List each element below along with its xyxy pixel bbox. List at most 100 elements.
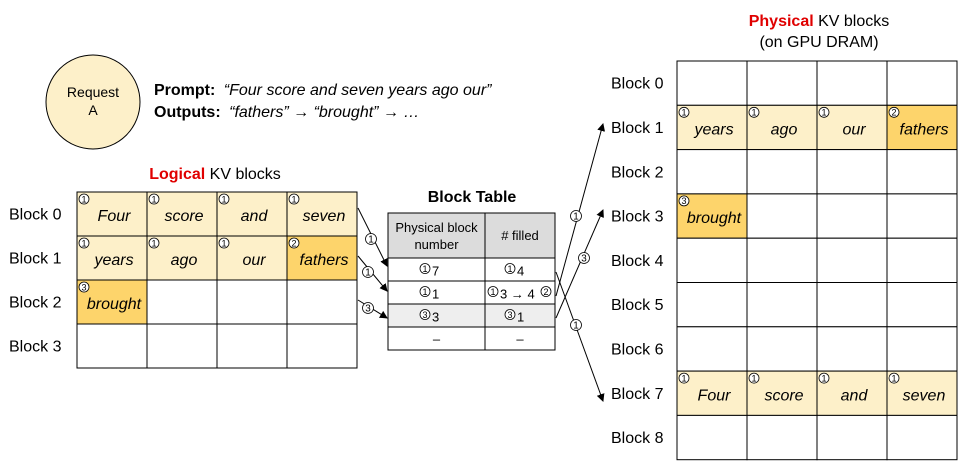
- physical-step-badge: 3: [678, 195, 690, 207]
- physical-cell: [816, 414, 888, 461]
- block-table-step-badge: 1: [487, 286, 499, 297]
- arrow-step-badge: 3: [362, 302, 374, 314]
- arrow-step-badge: 1: [362, 266, 374, 278]
- block-table-step-badge-text: 1: [422, 264, 427, 274]
- physical-cell: [886, 193, 958, 239]
- mapping-arrow: 3: [357, 299, 388, 319]
- physical-title-rest: KV blocks: [814, 13, 890, 30]
- physical-block-label: Block 3: [611, 209, 664, 226]
- physical-step-badge-text: 1: [751, 373, 756, 383]
- logical-step-badge-text: 3: [81, 282, 86, 292]
- prompt-text: “Four score and seven years ago our”: [224, 82, 492, 99]
- logical-block-label: Block 3: [9, 339, 62, 356]
- block-table-step-badge: 1: [504, 263, 516, 274]
- logical-block-label: Block 2: [9, 295, 62, 312]
- physical-cell: [746, 414, 818, 461]
- logical-block-label: Block 0: [9, 207, 62, 224]
- mapping-arrow: 1: [555, 123, 606, 297]
- block-table-col2-header: # filled: [501, 228, 539, 243]
- logical-step-badge: 1: [78, 237, 90, 249]
- logical-title-highlight: Logical: [149, 166, 205, 183]
- physical-step-badge-text: 1: [751, 108, 756, 118]
- logical-step-badge-text: 2: [291, 238, 296, 248]
- physical-token: seven: [903, 387, 946, 404]
- block-table-filled-count: 1: [517, 310, 524, 325]
- block-table-cell: [484, 326, 556, 351]
- block-table-step-badge-text: 3: [422, 310, 427, 320]
- logical-step-badge-text: 1: [81, 238, 86, 248]
- physical-block-label: Block 6: [611, 341, 664, 358]
- arrow-step-badge: 3: [578, 252, 590, 264]
- physical-token: our: [842, 121, 866, 138]
- physical-step-badge-text: 1: [681, 108, 686, 118]
- logical-title: Logical KV blocks: [149, 166, 281, 183]
- physical-block-label: Block 8: [611, 430, 664, 447]
- arrow-step-badge-text: 3: [365, 303, 371, 314]
- physical-cell: [886, 237, 958, 283]
- logical-step-badge: 3: [78, 281, 90, 293]
- logical-step-badge: 1: [288, 193, 300, 205]
- logical-step-badge: 1: [218, 193, 230, 205]
- physical-token: and: [841, 387, 869, 404]
- mapping-arrow: 1: [357, 207, 388, 267]
- prompt-label: Prompt:: [154, 82, 215, 99]
- physical-cell: [676, 414, 748, 461]
- outputs-text: “fathers” → “brought” → …: [229, 104, 419, 121]
- arrow-step-badge-text: 1: [368, 234, 374, 245]
- physical-step-badge-text: 1: [821, 108, 826, 118]
- arrow-step-badge: 1: [365, 233, 377, 245]
- physical-title-highlight: Physical: [749, 13, 814, 30]
- block-table-physical-number: –: [433, 332, 441, 347]
- physical-cell: [886, 149, 958, 195]
- logical-step-badge-text: 1: [151, 194, 156, 204]
- physical-token: fathers: [900, 121, 949, 138]
- svg-text:Prompt: “Four score and: Prompt: “Four score and seven years ago …: [154, 82, 492, 99]
- mapping-arrow: 1: [555, 271, 605, 402]
- request-circle: [45, 54, 141, 150]
- physical-block-label: Block 1: [611, 120, 664, 137]
- physical-cell: [676, 237, 748, 283]
- physical-token: score: [764, 387, 803, 404]
- block-table-col1-header-line2: number: [414, 237, 459, 252]
- block-table-step-badge-text: 1: [507, 264, 512, 274]
- physical-cell: [746, 326, 818, 372]
- logical-token: ago: [171, 252, 198, 269]
- physical-subtitle: (on GPU DRAM): [759, 34, 878, 51]
- block-table-step-badge: 3: [504, 309, 516, 320]
- physical-cell: [886, 414, 958, 461]
- logical-cell: [76, 323, 148, 369]
- logical-cell: [286, 279, 358, 325]
- logical-title-rest: KV blocks: [205, 166, 281, 183]
- logical-token: score: [164, 208, 203, 225]
- physical-cell: [816, 193, 888, 239]
- block-table-step-badge-text: 1: [490, 287, 495, 297]
- logical-token: Four: [98, 208, 132, 225]
- physical-step-badge: 2: [888, 106, 900, 118]
- physical-step-badge: 1: [678, 106, 690, 118]
- physical-token: brought: [687, 210, 742, 227]
- logical-step-badge-text: 1: [221, 238, 226, 248]
- physical-cell: [676, 60, 748, 106]
- physical-cell: [746, 237, 818, 283]
- logical-token: and: [241, 208, 269, 225]
- block-table-col1-header: Physical block: [395, 220, 478, 235]
- arrow-step-badge-text: 1: [573, 211, 579, 222]
- block-table-physical-number: 1: [432, 287, 439, 302]
- physical-step-badge-text: 2: [891, 108, 896, 118]
- arrow-step-badge: 1: [570, 210, 582, 222]
- logical-step-badge: 1: [148, 237, 160, 249]
- physical-cell: [886, 60, 958, 106]
- physical-token: ago: [771, 121, 798, 138]
- logical-step-badge: 1: [218, 237, 230, 249]
- arrow-step-badge-text: 1: [573, 320, 579, 331]
- logical-step-badge: 1: [78, 193, 90, 205]
- logical-cell: [216, 323, 288, 369]
- outputs-label: Outputs:: [154, 104, 221, 121]
- physical-cell: [746, 282, 818, 328]
- physical-step-badge-text: 1: [681, 373, 686, 383]
- request-info: Prompt: “Four score and seven years ago …: [154, 82, 492, 121]
